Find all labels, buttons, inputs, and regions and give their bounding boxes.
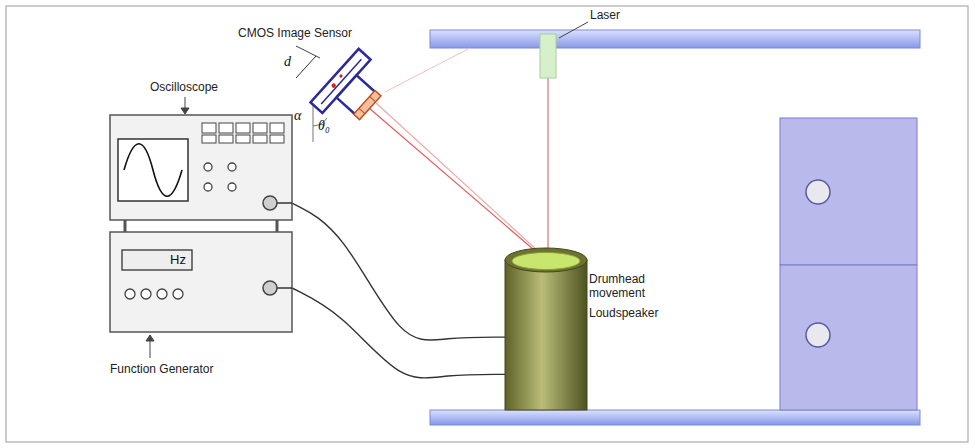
part-label: Oscilloscope: [150, 80, 218, 94]
oscilloscope: Oscilloscope: [110, 115, 292, 220]
frame-border: [6, 6, 968, 442]
part-label: Function Generator: [110, 362, 213, 376]
laser: Laser: [540, 34, 556, 78]
top-bar: [430, 30, 920, 48]
panel-knob: [806, 180, 830, 204]
angle-symbol: θ₀: [318, 118, 330, 133]
part-label: Drumhead movement: [589, 272, 663, 300]
part-label: Laser: [590, 8, 620, 22]
laser-shape: [540, 34, 556, 78]
part-label: Loudspeaker: [589, 306, 658, 320]
loudspeaker: Drumhead movementLoudspeaker: [505, 248, 587, 410]
function-generator-shape: [110, 232, 292, 332]
function-generator: Function Generator: [110, 232, 292, 332]
reflected-beam: [376, 103, 550, 262]
side-panel: [780, 118, 917, 265]
panel-knob: [806, 323, 830, 347]
unit-label: Hz: [170, 252, 186, 267]
part-label: CMOS Image Sensor: [238, 26, 352, 40]
dimension-line: [296, 56, 316, 78]
side-panel: [780, 265, 917, 410]
image-sensor: CMOS Image Sensor: [290, 40, 400, 140]
stray-beam: [385, 48, 470, 92]
dimension-symbol: d: [284, 54, 291, 69]
laser-beam: [547, 78, 548, 262]
loudspeaker-shape: [505, 248, 587, 410]
signal-cable: [292, 288, 505, 378]
bottom-bar: [430, 410, 920, 425]
signal-cable: [292, 203, 505, 340]
stand: [124, 220, 127, 232]
image-sensor-shape: [290, 40, 400, 140]
reflected-beam: [369, 108, 548, 262]
oscilloscope-shape: [110, 115, 292, 220]
angle-symbol: α: [294, 108, 301, 123]
stand: [276, 220, 279, 232]
